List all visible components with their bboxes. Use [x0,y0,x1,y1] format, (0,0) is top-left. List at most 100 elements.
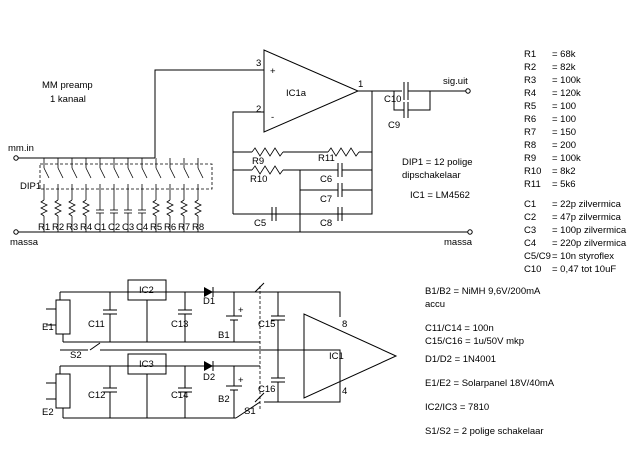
part-ref: R4 [524,88,536,99]
dip-position[interactable] [166,158,176,232]
part-ref: R1 [524,49,536,60]
bank-label-c1: C1 [94,222,106,233]
c16-label: C16 [258,384,275,395]
note-dip1-line1: DIP1 = 12 polige [402,157,473,168]
parts-list-capacitors: C1= 22p zilvermica C2= 47p zilvermica C3… [524,199,627,275]
part-val: = 220p zilvermica [552,238,627,249]
note-s: S1/S2 = 2 polige schakelaar [425,426,544,437]
part-val: = 0,47 tot 10uF [552,264,616,275]
note-e: E1/E2 = Solarpanel 18V/40mA [425,378,555,389]
dip-position[interactable] [152,158,162,232]
part-ref: R10 [524,166,541,177]
dip-bank [40,158,204,232]
part-ref: R9 [524,153,536,164]
sig-uit-terminal[interactable] [465,88,471,94]
dip-position[interactable] [82,158,92,232]
note-ic1: IC1 = LM4562 [410,190,470,201]
title-line1: MM preamp [42,80,93,91]
b1-plus: + [238,305,244,316]
d2-diode [204,361,213,371]
part-ref: C2 [524,212,536,223]
c6-label: C6 [320,174,332,185]
mm-in-label: mm.in [8,143,34,154]
dip1-label: DIP1 [20,181,41,192]
part-ref: C3 [524,225,536,236]
dip-position[interactable] [194,158,204,232]
mm-in-terminal[interactable] [13,155,19,161]
ic1a-opamp [263,49,360,133]
part-val: = 8k2 [552,166,576,177]
part-ref: C4 [524,238,536,249]
d1-diode [204,287,213,297]
massa-left-label: massa [10,237,39,248]
bank-label-r3: R3 [66,222,78,233]
part-val: = 100k [552,75,581,86]
part-ref: R6 [524,114,536,125]
note-c11: C11/C14 = 100n [425,323,494,334]
d2-label: D2 [203,372,215,383]
c11-label: C11 [88,319,105,330]
ic1a-plus-sign: + [270,66,276,77]
ic1a-label: IC1a [286,88,307,99]
bank-label-r1: R1 [38,222,50,233]
note-ic: IC2/IC3 = 7810 [425,402,489,413]
part-val: = 200 [552,140,576,151]
ic1a-pin2: 2 [256,104,261,115]
note-d: D1/D2 = 1N4001 [425,354,496,365]
c7-label: C7 [320,194,332,205]
part-val: = 22p zilvermica [552,199,622,210]
note-c15: C15/C16 = 1u/50V mkp [425,336,524,347]
c13-label: C13 [171,319,188,330]
part-ref: R5 [524,101,536,112]
s2-switch[interactable] [89,342,101,351]
part-val: = 10n styroflex [552,251,614,262]
dip-position[interactable] [54,158,64,232]
massa-right-terminal[interactable] [467,229,473,235]
part-val: = 100p zilvermica [552,225,627,236]
e2-label: E2 [42,407,54,418]
dip-position[interactable] [180,158,190,232]
e1-solar-panel [55,299,71,335]
r9-label: R9 [252,156,264,167]
c14-label: C14 [171,390,188,401]
part-val: = 47p zilvermica [552,212,622,223]
dip-position[interactable] [124,158,134,232]
note-b-line2: accu [425,299,445,310]
bank-labels: R1 R2 R3 R4 C1 C2 C3 C4 R5 R6 R7 R8 [38,222,204,233]
dip-position[interactable] [96,158,106,232]
dip-position[interactable] [40,158,50,232]
r10-label: R10 [250,174,267,185]
ic2-label: IC2 [139,285,154,296]
bank-label-c2: C2 [108,222,120,233]
psu-notes: B1/B2 = NiMH 9,6V/200mA accu C11/C14 = 1… [425,286,555,437]
part-val: = 5k6 [552,179,576,190]
part-val: = 100 [552,101,576,112]
ic3-label: IC3 [139,359,154,370]
note-b-line1: B1/B2 = NiMH 9,6V/200mA [425,286,541,297]
ic1-pin4: 4 [342,386,347,397]
part-ref: R11 [524,179,541,190]
part-ref: R8 [524,140,536,151]
s2-label: S2 [70,350,82,361]
r11-label: R11 [318,153,335,164]
ground-line [13,229,473,235]
s1-label: S1 [244,406,256,417]
dip-position[interactable] [110,158,120,232]
part-val: = 68k [552,49,576,60]
b2-plus: + [238,375,244,386]
c12-label: C12 [88,390,105,401]
bank-label-r6: R6 [164,222,176,233]
c10-label: C10 [384,94,401,105]
b2-label: B2 [218,394,230,405]
ic1a-pin3: 3 [256,58,261,69]
dip-position[interactable] [138,158,148,232]
power-supply: E1 IC2 C11 C13 D1 + B1 S1 [42,279,398,419]
massa-left-terminal[interactable] [13,229,19,235]
part-ref: C5/C9 [524,251,551,262]
part-ref: R3 [524,75,536,86]
c5-label: C5 [254,218,266,229]
dip-position[interactable] [68,158,78,232]
bank-label-r8: R8 [192,222,204,233]
